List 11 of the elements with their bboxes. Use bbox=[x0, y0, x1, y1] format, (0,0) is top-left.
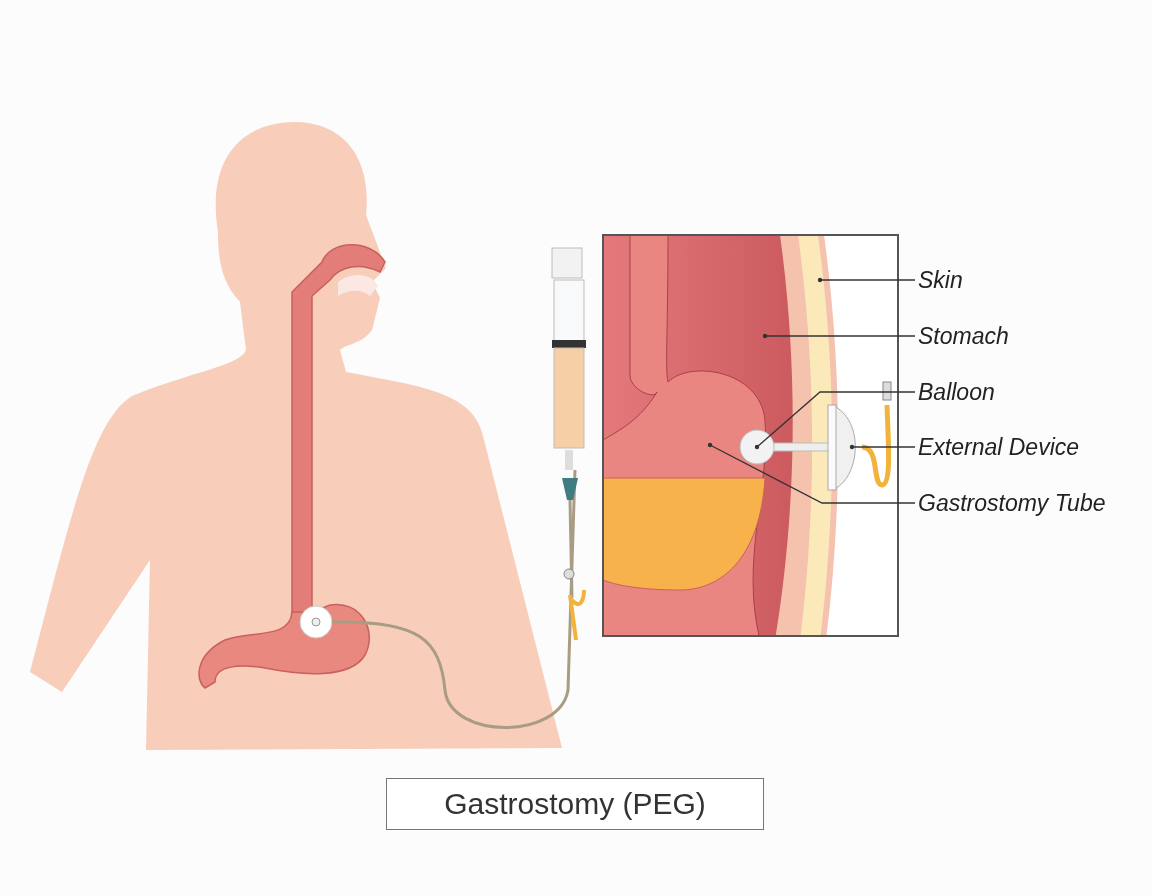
part-label: Stomach bbox=[918, 322, 1009, 350]
leader-line bbox=[762, 333, 916, 339]
part-label: Balloon bbox=[918, 378, 995, 406]
part-label: Gastrostomy Tube bbox=[918, 489, 1106, 517]
part-label: Skin bbox=[918, 266, 963, 294]
leader-line bbox=[754, 391, 916, 450]
leader-line bbox=[849, 444, 916, 450]
leader-line bbox=[817, 277, 916, 283]
leader-line bbox=[707, 442, 916, 504]
part-label: External Device bbox=[918, 433, 1080, 461]
caption-box: Gastrostomy (PEG) bbox=[386, 778, 764, 830]
